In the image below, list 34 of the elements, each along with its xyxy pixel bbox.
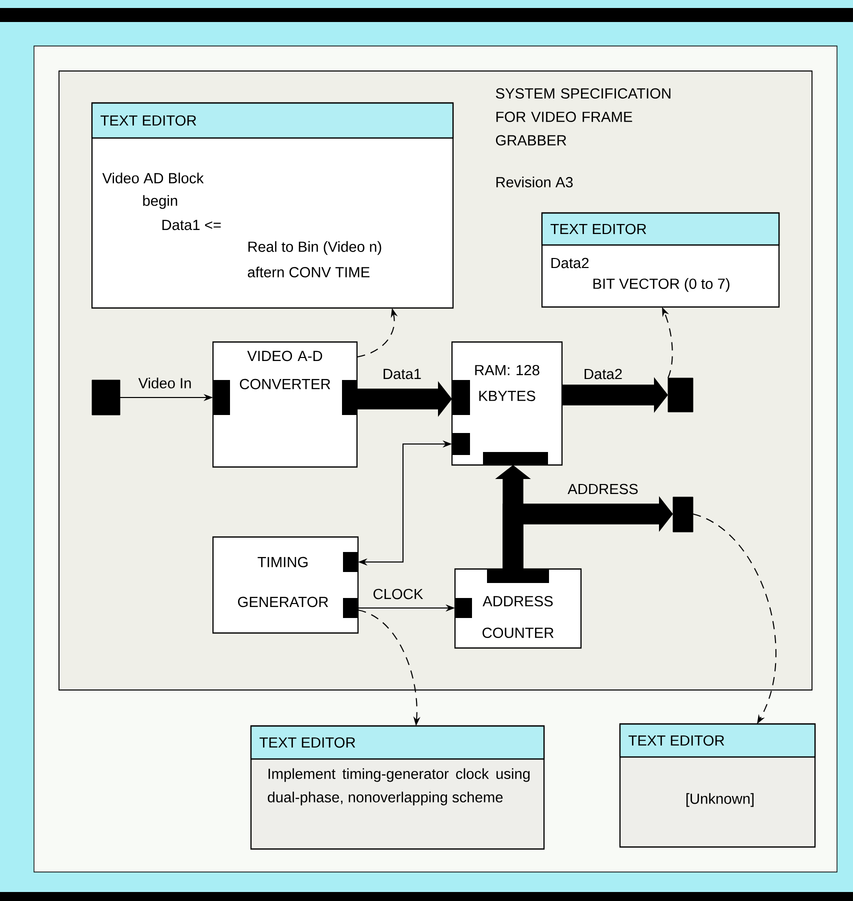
window-title: TEXT EDITOR — [550, 224, 646, 234]
block-label: ADDRESS COUNTER — [482, 596, 554, 638]
window-title: TEXT EDITOR — [100, 115, 196, 126]
edge-label: Data1 — [380, 367, 424, 381]
spec-text: SYSTEM SPECIFICATION FOR VIDEO FRAME GRABBER — [496, 88, 670, 146]
function-block — [212, 341, 358, 468]
text-editor-window — [91, 102, 454, 309]
text-editor-window — [619, 723, 816, 848]
code-line: begin — [143, 195, 178, 209]
connector-pin — [92, 380, 120, 416]
edge-label: CLOCK — [371, 587, 425, 601]
function-block — [212, 536, 359, 634]
note-text: [Unknown] — [686, 793, 754, 807]
code-line: Data2 — [551, 258, 589, 268]
spec-text: Revision A3 — [496, 176, 573, 188]
block-label: TIMING GENERATOR — [238, 556, 328, 608]
note-text: Implement timing-generator clock using dual-phase, nonoverlapping scheme — [268, 768, 530, 806]
function-block — [451, 341, 563, 466]
code-line: Video AD Block — [102, 172, 204, 184]
edge-label: Video In — [136, 376, 194, 390]
code-line: Data1 <= — [162, 220, 221, 230]
window-title: TEXT EDITOR — [628, 735, 724, 746]
edge-label: ADDRESS — [566, 482, 640, 496]
function-block — [454, 568, 582, 649]
code-line: BIT VECTOR (0 to 7) — [593, 278, 730, 292]
code-line: aftern CONV TIME — [248, 266, 370, 278]
text-editor-window — [541, 212, 780, 308]
text-editor-window — [250, 725, 545, 850]
block-label: VIDEO A-D CONVERTER — [240, 350, 330, 390]
connector-pin — [672, 496, 694, 532]
block-label: RAM: 128 KBYTES — [475, 364, 540, 402]
window-title: TEXT EDITOR — [260, 737, 356, 748]
edge-label: Data2 — [582, 367, 624, 381]
code-line: Real to Bin (Video n) — [248, 241, 382, 255]
